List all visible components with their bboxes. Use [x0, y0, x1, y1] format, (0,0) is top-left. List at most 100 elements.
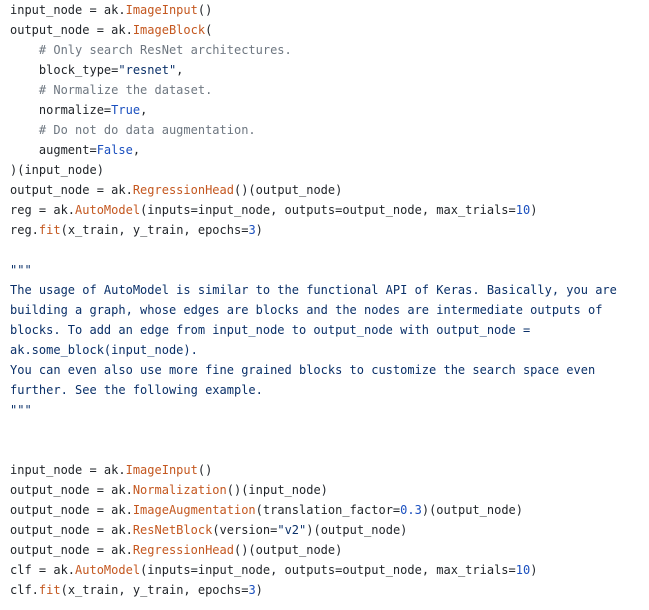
code-token: 10 — [515, 203, 531, 217]
code-line: input_node = ak.ImageInput() — [10, 460, 649, 480]
code-line: The usage of AutoModel is similar to the… — [10, 280, 649, 300]
code-token: 3 — [248, 223, 256, 237]
code-token: "v2" — [277, 523, 307, 537]
code-token: reg. — [10, 223, 39, 237]
code-token: (inputs=input_node, outputs=output_node,… — [140, 203, 516, 217]
code-token: output_node = ak. — [10, 23, 133, 37]
code-token: ImageBlock — [132, 23, 206, 37]
code-token: ()(output_node) — [233, 543, 343, 557]
code-token: output_node = ak. — [10, 503, 133, 517]
code-line — [10, 240, 649, 260]
code-token: augment= — [10, 143, 97, 157]
code-line: blocks. To add an edge from input_node t… — [10, 320, 649, 340]
code-token: # Only search ResNet architectures. — [10, 43, 292, 57]
code-line: output_node = ak.Normalization()(input_n… — [10, 480, 649, 500]
code-line — [10, 420, 649, 440]
code-line: clf.fit(x_train, y_train, epochs=3) — [10, 580, 649, 600]
code-line: output_node = ak.RegressionHead()(output… — [10, 180, 649, 200]
code-token: ) — [530, 563, 538, 577]
code-token: (translation_factor= — [255, 503, 401, 517]
code-token: output_node = ak. — [10, 483, 133, 497]
code-token: True — [111, 103, 141, 117]
code-token: """ — [10, 403, 32, 417]
code-token: input_node = ak. — [10, 463, 126, 477]
code-token: reg = ak. — [10, 203, 76, 217]
code-token: """ — [10, 263, 32, 277]
code-token: False — [96, 143, 133, 157]
code-token: (x_train, y_train, epochs= — [60, 223, 249, 237]
code-token: Normalization — [132, 483, 227, 497]
code-token: , — [132, 143, 141, 157]
code-token: "resnet" — [118, 63, 177, 77]
code-token: clf = ak. — [10, 563, 76, 577]
code-line: block_type="resnet", — [10, 60, 649, 80]
code-token: The usage of AutoModel is similar to the… — [10, 283, 617, 297]
code-line: augment=False, — [10, 140, 649, 160]
code-token: ()(input_node) — [226, 483, 328, 497]
code-token: (inputs=input_node, outputs=output_node,… — [140, 563, 516, 577]
code-token: (version= — [212, 523, 278, 537]
code-token: RegressionHead — [132, 183, 234, 197]
code-token: () — [197, 463, 213, 477]
code-token: ) — [530, 203, 538, 217]
code-token: () — [197, 3, 213, 17]
code-token: 0.3 — [400, 503, 422, 517]
code-token: ) — [255, 223, 263, 237]
code-line: building a graph, whose edges are blocks… — [10, 300, 649, 320]
code-token: AutoModel — [75, 203, 141, 217]
code-token: AutoModel — [75, 563, 141, 577]
code-line: You can even also use more fine grained … — [10, 360, 649, 380]
code-token: ( — [205, 23, 213, 37]
code-token: You can even also use more fine grained … — [10, 363, 596, 377]
code-line: normalize=True, — [10, 100, 649, 120]
code-token: ()(output_node) — [233, 183, 343, 197]
code-line: output_node = ak.ImageAugmentation(trans… — [10, 500, 649, 520]
code-token: )(input_node) — [10, 163, 104, 177]
code-token: blocks. To add an edge from input_node t… — [10, 323, 531, 337]
code-token: fit — [38, 223, 61, 237]
code-line: reg.fit(x_train, y_train, epochs=3) — [10, 220, 649, 240]
code-token: block_type= — [10, 63, 119, 77]
code-line: further. See the following example. — [10, 380, 649, 400]
code-token: output_node = ak. — [10, 183, 133, 197]
code-line: output_node = ak.ResNetBlock(version="v2… — [10, 520, 649, 540]
code-token: ImageAugmentation — [132, 503, 256, 517]
code-token: ImageInput — [125, 3, 198, 17]
code-line: reg = ak.AutoModel(inputs=input_node, ou… — [10, 200, 649, 220]
code-token: (x_train, y_train, epochs= — [60, 583, 249, 597]
code-token: building a graph, whose edges are blocks… — [10, 303, 603, 317]
code-line: )(input_node) — [10, 160, 649, 180]
code-token: ResNetBlock — [132, 523, 213, 537]
code-token: , — [140, 103, 148, 117]
code-line: clf = ak.AutoModel(inputs=input_node, ou… — [10, 560, 649, 580]
code-line: """ — [10, 260, 649, 280]
code-line: # Normalize the dataset. — [10, 80, 649, 100]
code-token: output_node = ak. — [10, 543, 133, 557]
code-token: ak.some_block(input_node). — [10, 343, 198, 357]
code-line: # Only search ResNet architectures. — [10, 40, 649, 60]
code-token: , — [176, 63, 184, 77]
code-token: output_node = ak. — [10, 523, 133, 537]
code-token: fit — [38, 583, 61, 597]
code-token: normalize= — [10, 103, 112, 117]
code-token: # Normalize the dataset. — [10, 83, 213, 97]
code-line: output_node = ak.RegressionHead()(output… — [10, 540, 649, 560]
code-line: ak.some_block(input_node). — [10, 340, 649, 360]
code-token: ) — [255, 583, 263, 597]
code-line — [10, 440, 649, 460]
code-token: )(output_node) — [421, 503, 523, 517]
code-line: # Do not do data augmentation. — [10, 120, 649, 140]
code-token: further. See the following example. — [10, 383, 263, 397]
code-token: )(output_node) — [306, 523, 408, 537]
code-token: # Do not do data augmentation. — [10, 123, 256, 137]
code-token: 10 — [515, 563, 531, 577]
code-token: 3 — [248, 583, 256, 597]
code-token: clf. — [10, 583, 39, 597]
code-line: output_node = ak.ImageBlock( — [10, 20, 649, 40]
code-token: RegressionHead — [132, 543, 234, 557]
code-token: input_node = ak. — [10, 3, 126, 17]
code-line: """ — [10, 400, 649, 420]
code-token: ImageInput — [125, 463, 198, 477]
code-line: input_node = ak.ImageInput() — [10, 0, 649, 20]
